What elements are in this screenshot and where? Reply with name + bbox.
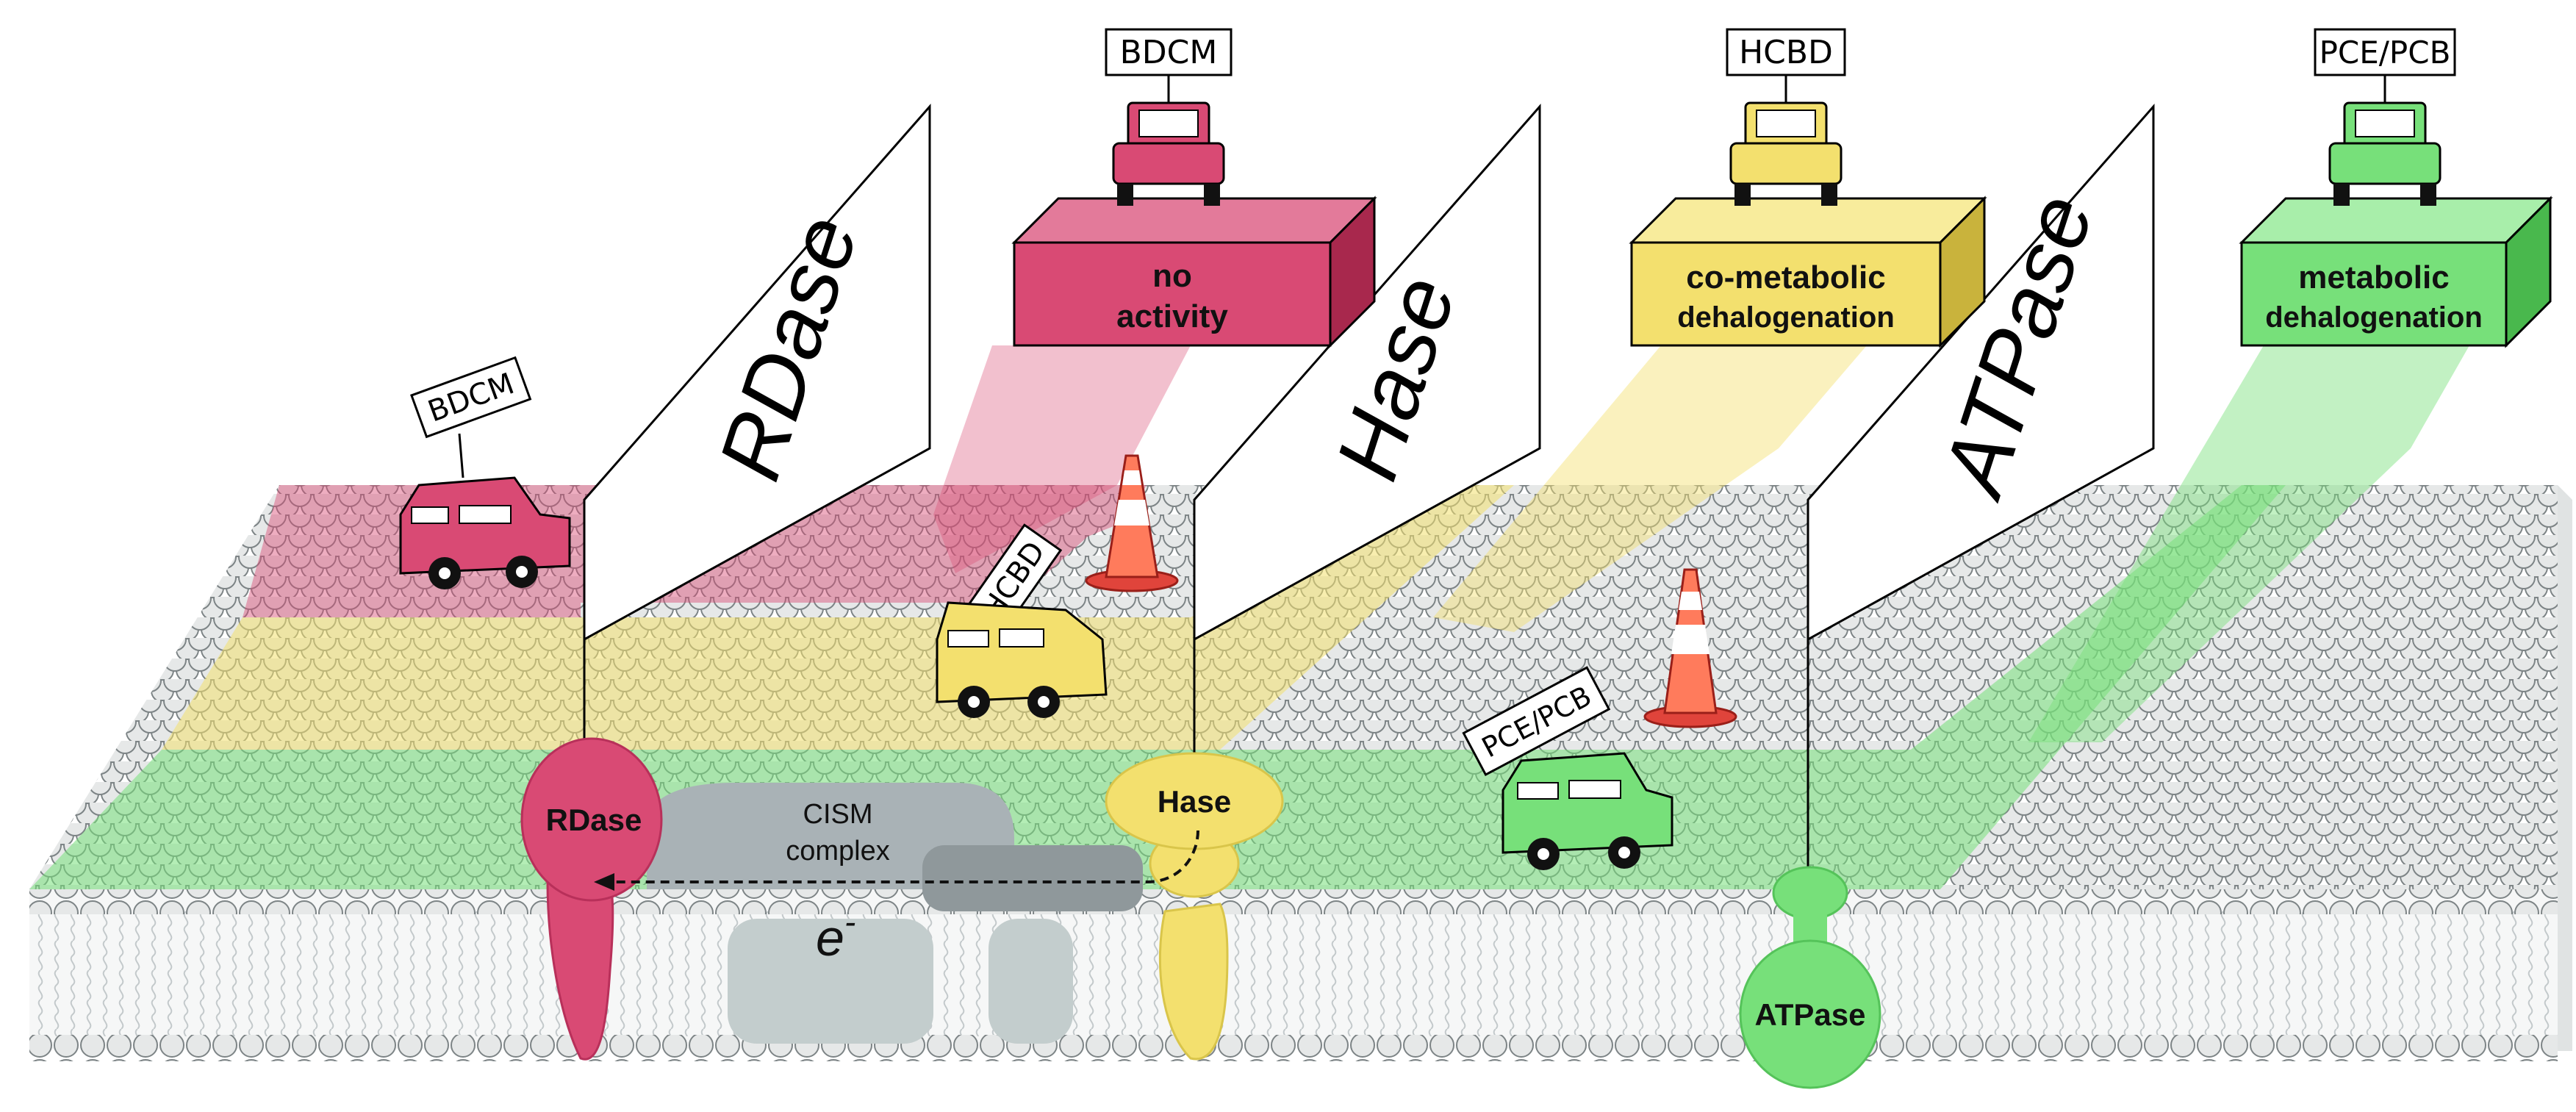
car-front-hcbd: HCBD xyxy=(1726,28,1846,206)
electron-symbol: e xyxy=(816,909,844,966)
cism-complex: CISM complex xyxy=(647,783,1143,1044)
beams xyxy=(933,345,2469,742)
car-side-hcbd: HCBD xyxy=(936,523,1108,718)
hase-label: Hase xyxy=(1158,784,1231,819)
yellow-beam xyxy=(1433,345,1867,632)
car-tag-box-hcbd: HCBD xyxy=(1739,34,1833,71)
car-front-bdcm: BDCM xyxy=(1105,28,1233,206)
box-line2-co-metabolic: dehalogenation xyxy=(1677,301,1895,334)
membrane-side-face xyxy=(2558,485,2572,1051)
electron-flow-arrow: e- xyxy=(594,830,1199,966)
car-side-bdcm: BDCM xyxy=(399,356,571,589)
box-line1-metabolic: metabolic xyxy=(2298,259,2449,295)
electron-label: e- xyxy=(816,903,855,966)
rdase-label: RDase xyxy=(546,803,642,837)
outcome-box-metabolic: metabolic dehalogenation xyxy=(2239,196,2553,348)
box-line1-no-activity: no xyxy=(1152,258,1192,294)
protein-rdase: RDase xyxy=(520,737,663,1061)
box-line2-no-activity: activity xyxy=(1116,298,1228,334)
traffic-cone-icon xyxy=(1643,568,1737,728)
yellow-lane xyxy=(162,485,1514,750)
red-beam xyxy=(933,345,1191,573)
electron-charge: - xyxy=(844,903,855,941)
car-tag-box-bdcm: BDCM xyxy=(1120,34,1218,71)
outcome-box-co-metabolic: co-metabolic dehalogenation xyxy=(1629,196,1987,348)
cism-label-line2: complex xyxy=(786,836,890,867)
atpase-label: ATPase xyxy=(1755,997,1866,1032)
box-line1-co-metabolic: co-metabolic xyxy=(1686,259,1885,295)
outcome-box-no-activity: no activity xyxy=(1011,196,1377,348)
membrane-front-face xyxy=(29,888,2558,1061)
cism-label-line1: CISM xyxy=(803,799,873,830)
protein-atpase: ATPase xyxy=(1739,866,1881,1089)
car-tag-box-pce-pcb: PCE/PCB xyxy=(2320,35,2451,71)
box-line2-metabolic: dehalogenation xyxy=(2265,301,2483,334)
green-beam xyxy=(2028,345,2469,742)
traffic-cone-icon xyxy=(1085,454,1179,592)
car-front-pce-pcb: PCE/PCB xyxy=(2314,28,2456,206)
